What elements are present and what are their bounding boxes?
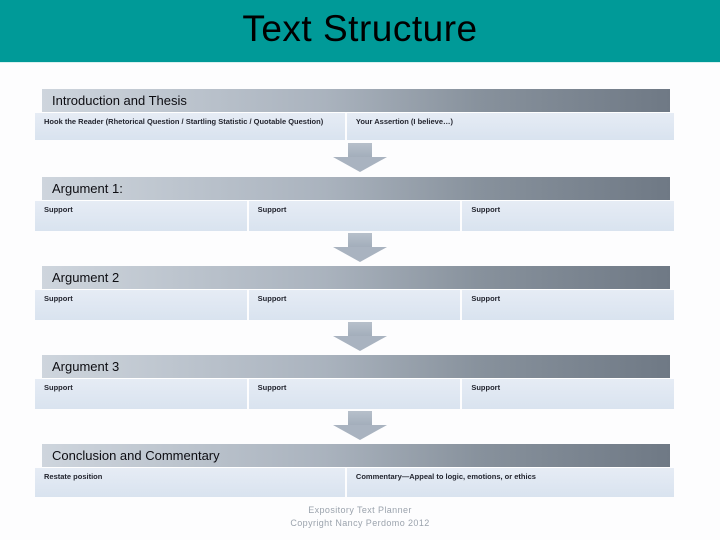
section-header-label: Conclusion and Commentary <box>52 448 220 463</box>
arrow-head <box>333 157 387 172</box>
arrow-head <box>333 336 387 351</box>
arrow-head <box>333 247 387 262</box>
down-arrow-icon <box>333 143 387 172</box>
section-row-introduction: Hook the Reader (Rhetorical Question / S… <box>35 113 674 140</box>
footer-credit: Expository Text Planner Copyright Nancy … <box>0 504 720 530</box>
slide-title-band: Text Structure <box>0 0 720 63</box>
arrow-stem <box>348 411 372 425</box>
down-arrow-icon <box>333 322 387 351</box>
restate-position-cell: Restate position <box>35 468 345 497</box>
assertion-cell: Your Assertion (I believe…) <box>346 113 674 140</box>
section-row-argument-3: Support Support Support <box>35 379 675 409</box>
section-header-label: Introduction and Thesis <box>52 93 187 108</box>
down-arrow-icon <box>333 411 387 440</box>
section-header-argument-1: Argument 1: <box>42 177 670 200</box>
section-header-label: Argument 3 <box>52 359 120 374</box>
section-row-argument-2: Support Support Support <box>35 290 675 320</box>
footer-line-1: Expository Text Planner <box>308 505 412 515</box>
page-title: Text Structure <box>242 8 478 49</box>
support-cell: Support <box>462 201 675 231</box>
section-row-argument-1: Support Support Support <box>35 201 675 231</box>
footer-line-2: Copyright Nancy Perdomo 2012 <box>290 518 430 528</box>
hook-reader-cell: Hook the Reader (Rhetorical Question / S… <box>35 113 345 140</box>
section-header-label: Argument 1: <box>52 181 123 196</box>
section-header-argument-3: Argument 3 <box>42 355 670 378</box>
section-header-argument-2: Argument 2 <box>42 266 670 289</box>
commentary-cell: Commentary—Appeal to logic, emotions, or… <box>346 468 674 497</box>
section-header-conclusion: Conclusion and Commentary <box>42 444 670 467</box>
arrow-stem <box>348 233 372 247</box>
support-cell: Support <box>248 290 461 320</box>
section-header-introduction: Introduction and Thesis <box>42 89 670 112</box>
arrow-stem <box>348 322 372 336</box>
support-cell: Support <box>462 379 675 409</box>
support-cell: Support <box>248 379 461 409</box>
arrow-head <box>333 425 387 440</box>
section-header-label: Argument 2 <box>52 270 120 285</box>
section-row-conclusion: Restate position Commentary—Appeal to lo… <box>35 468 674 497</box>
support-cell: Support <box>35 379 247 409</box>
arrow-stem <box>348 143 372 157</box>
support-cell: Support <box>248 201 461 231</box>
support-cell: Support <box>35 290 247 320</box>
support-cell: Support <box>35 201 247 231</box>
down-arrow-icon <box>333 233 387 262</box>
support-cell: Support <box>462 290 675 320</box>
